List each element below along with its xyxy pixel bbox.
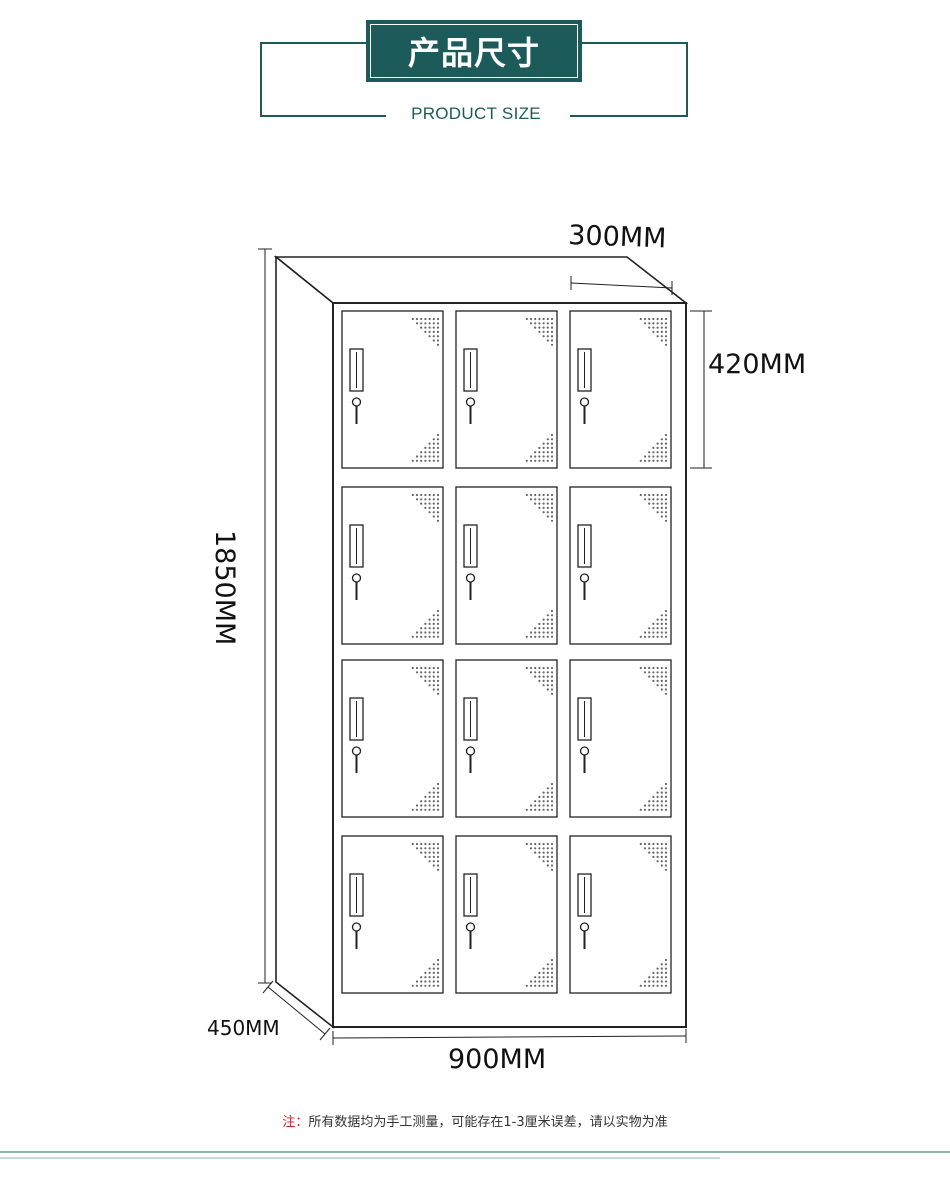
bottom-depth-dim-tick-left — [262, 980, 274, 994]
vent-dots — [411, 609, 440, 638]
locker-door — [569, 310, 672, 469]
door-panel — [341, 659, 444, 818]
cabinet-top-face — [273, 256, 689, 304]
dim-label-depth-bottom: 450MM — [207, 1016, 280, 1040]
header-frame-bottom-left — [260, 115, 386, 117]
door-panel — [569, 486, 672, 645]
locker-door — [455, 659, 558, 818]
note-prefix: 注： — [282, 1115, 309, 1130]
door-panel — [341, 486, 444, 645]
door-handle — [577, 524, 592, 568]
vent-dots — [639, 317, 668, 346]
locker-door — [455, 310, 558, 469]
vent-dots — [639, 782, 668, 811]
measurement-note: 注：所有数据均为手工测量，可能存在1-3厘米误差，请以实物为准 — [0, 1111, 950, 1130]
vent-dots — [525, 842, 554, 871]
locker-door — [341, 310, 444, 469]
cabinet-doors — [341, 310, 672, 994]
vent-dots — [411, 782, 440, 811]
locker-door — [569, 486, 672, 645]
door-panel — [569, 835, 672, 994]
door-handle — [349, 873, 364, 917]
locker-door — [455, 486, 558, 645]
bottom-depth-dim-tick-right — [319, 1027, 331, 1041]
vent-dots — [411, 666, 440, 695]
page-title: 产品尺寸 — [370, 24, 578, 78]
vent-dots — [525, 609, 554, 638]
vent-dots — [411, 317, 440, 346]
vent-dots — [525, 493, 554, 522]
door-panel — [569, 310, 672, 469]
dim-label-width: 900MM — [448, 1044, 546, 1075]
vent-dots — [639, 609, 668, 638]
vent-dots — [525, 666, 554, 695]
footer-line-secondary — [0, 1157, 720, 1159]
vent-dots — [411, 958, 440, 987]
door-handle — [463, 348, 478, 392]
vent-dots — [411, 493, 440, 522]
door-panel — [455, 310, 558, 469]
door-handle — [463, 697, 478, 741]
locker-door — [569, 835, 672, 994]
vent-dots — [525, 317, 554, 346]
locker-door — [341, 835, 444, 994]
cabinet-side-face — [275, 255, 334, 1029]
vent-dots — [525, 958, 554, 987]
door-handle — [463, 524, 478, 568]
locker-door — [341, 486, 444, 645]
door-panel — [569, 659, 672, 818]
vent-dots — [411, 433, 440, 462]
top-depth-dim-line — [570, 282, 673, 289]
dim-label-total-height: 1850MM — [209, 530, 240, 645]
title-box: 产品尺寸 — [366, 20, 582, 82]
door-handle — [349, 697, 364, 741]
dim-label-depth-top: 300MM — [568, 220, 667, 254]
door-handle — [577, 348, 592, 392]
bottom-depth-dim-line — [267, 986, 326, 1035]
header-frame-left — [260, 42, 262, 116]
vent-dots — [639, 958, 668, 987]
door-panel — [341, 835, 444, 994]
dim-label-door-height: 420MM — [708, 349, 806, 380]
door-handle — [577, 697, 592, 741]
header-frame-top-left — [260, 42, 366, 44]
header-frame-top-right — [582, 42, 688, 44]
vent-dots — [639, 842, 668, 871]
vent-dots — [639, 493, 668, 522]
header-frame-right — [686, 42, 688, 116]
door-panel — [455, 659, 558, 818]
door-panel — [455, 835, 558, 994]
door-panel — [341, 310, 444, 469]
door-handle — [349, 524, 364, 568]
vent-dots — [639, 433, 668, 462]
note-text: 所有数据均为手工测量，可能存在1-3厘米误差，请以实物为准 — [308, 1115, 668, 1130]
vent-dots — [525, 433, 554, 462]
width-dim-line — [332, 1035, 687, 1039]
door-panel — [455, 486, 558, 645]
vent-dots — [639, 666, 668, 695]
door-handle — [349, 348, 364, 392]
dimension-lines — [258, 248, 712, 1045]
locker-door — [455, 835, 558, 994]
locker-door — [569, 659, 672, 818]
vent-dots — [411, 842, 440, 871]
locker-door — [341, 659, 444, 818]
footer-line-main — [0, 1151, 950, 1153]
door-handle — [577, 873, 592, 917]
vent-dots — [525, 782, 554, 811]
page-subtitle: PRODUCT SIZE — [411, 104, 541, 123]
page-header: 产品尺寸 PRODUCT SIZE — [0, 0, 950, 140]
door-handle — [463, 873, 478, 917]
header-frame-bottom-right — [570, 115, 688, 117]
